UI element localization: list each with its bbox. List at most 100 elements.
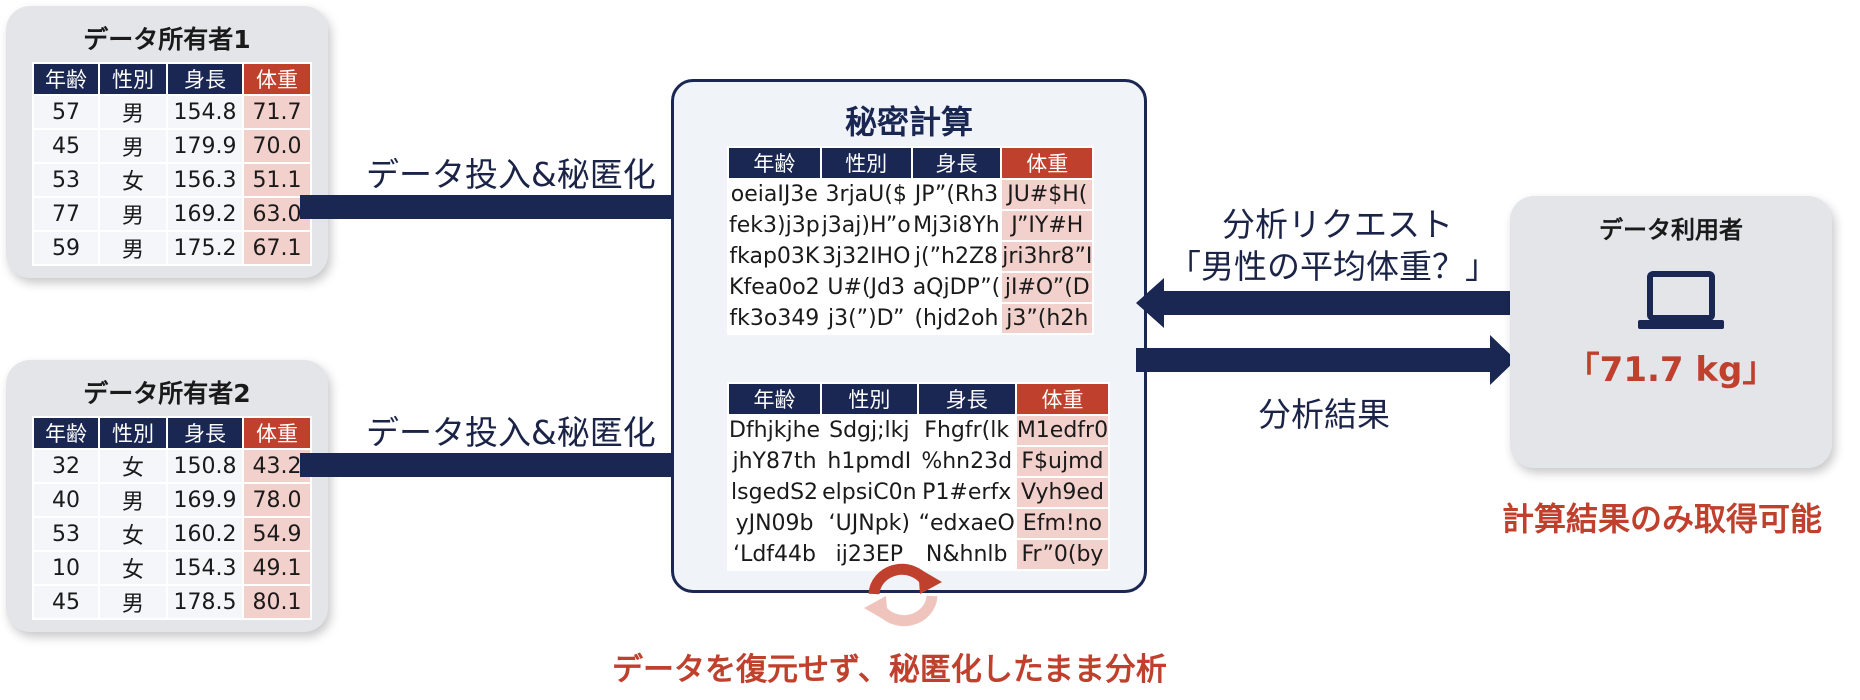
encrypted-cell: 3j32IHO — [819, 240, 913, 273]
cell-age: 45 — [32, 584, 100, 620]
data-owner-2-panel: データ所有者2 年齢 性別 身長 体重 32 女 150.8 43.2 40 男… — [6, 360, 328, 632]
cell-age: 10 — [32, 550, 100, 586]
encrypted-cell: j3(”)D” — [819, 302, 913, 335]
encrypted-cell: elpsiC0n — [820, 476, 919, 509]
cell-weight: 80.1 — [242, 584, 312, 620]
encrypted-cell: aQjDP”( — [910, 271, 1003, 304]
encrypted-cell: F$ujmd — [1014, 445, 1111, 478]
cell-height: 154.3 — [166, 550, 244, 586]
cell-age: 77 — [32, 196, 100, 232]
encrypted-cell: M1edfr0 — [1014, 414, 1111, 447]
table-row: 53 女 156.3 51.1 — [32, 162, 312, 198]
cell-sex: 男 — [98, 584, 168, 620]
encrypted-cell: JU#$H( — [1000, 178, 1095, 211]
table-row: 53 女 160.2 54.9 — [32, 516, 312, 552]
encrypted-cell: P1#erfx — [916, 476, 1017, 509]
cell-sex: 男 — [98, 482, 168, 518]
cell-age: 45 — [32, 128, 100, 164]
encrypted-cell: J”IY#H — [1000, 209, 1095, 242]
encrypted-cell: j3aj)H”o — [819, 209, 913, 242]
cell-height: 179.9 — [166, 128, 244, 164]
cell-sex: 男 — [98, 128, 168, 164]
header-sex: 性別 — [820, 382, 919, 416]
laptop-icon — [1638, 271, 1724, 329]
header-age: 年齢 — [727, 146, 822, 180]
encrypted-cell: JP”(Rh3 — [910, 178, 1003, 211]
input-arrow-2 — [300, 440, 728, 490]
cell-sex: 女 — [98, 162, 168, 198]
result-only-note: 計算結果のみ取得可能 — [1502, 500, 1823, 538]
cell-height: 154.8 — [166, 94, 244, 130]
encrypted-cell: j(”h2Z8 — [910, 240, 1003, 273]
header-sex: 性別 — [819, 146, 913, 180]
cell-height: 150.8 — [166, 448, 244, 484]
analysis-result-value: 「71.7 kg」 — [1565, 350, 1777, 390]
encrypted-cell: %hn23d — [916, 445, 1017, 478]
input-label-1: データ投入&秘匿化 — [366, 155, 656, 194]
header-age: 年齢 — [726, 382, 823, 416]
data-user-title: データ利用者 — [1599, 216, 1743, 244]
cell-sex: 女 — [98, 448, 168, 484]
cell-height: 156.3 — [166, 162, 244, 198]
encrypted-cell: (hjd2oh — [910, 302, 1003, 335]
table-row: 59 男 175.2 67.1 — [32, 230, 312, 266]
header-weight: 体重 — [242, 416, 312, 450]
cell-height: 160.2 — [166, 516, 244, 552]
header-height: 身長 — [166, 416, 244, 450]
table-row: 57 男 154.8 71.7 — [32, 94, 312, 130]
header-height: 身長 — [916, 382, 1017, 416]
input-arrow-1 — [300, 182, 728, 232]
encrypted-cell: yJN09b — [726, 507, 823, 540]
encrypted-cell: lsgedS2 — [726, 476, 823, 509]
encrypted-table-1: 年齢 性別 身長 体重 oeiaIJ3e 3rjaU($ JP”(Rh3 JU#… — [727, 146, 1095, 335]
table-row: 77 男 169.2 63.0 — [32, 196, 312, 232]
result-arrow — [1136, 335, 1516, 385]
encrypted-cell: “edxaeO — [916, 507, 1017, 540]
table-row: jhY87th h1pmdI %hn23d F$ujmd — [726, 445, 1111, 478]
cell-height: 169.2 — [166, 196, 244, 232]
encrypted-cell: h1pmdI — [820, 445, 919, 478]
cell-weight: 54.9 — [242, 516, 312, 552]
cell-weight: 67.1 — [242, 230, 312, 266]
refresh-icon — [864, 563, 942, 627]
header-weight: 体重 — [1000, 146, 1095, 180]
cell-height: 178.5 — [166, 584, 244, 620]
table-row: fkap03K 3j32IHO j(”h2Z8 jri3hr8”I — [727, 240, 1095, 273]
cell-sex: 男 — [98, 230, 168, 266]
encrypted-cell: fk3o349 — [727, 302, 822, 335]
cell-weight: 71.7 — [242, 94, 312, 130]
cell-age: 59 — [32, 230, 100, 266]
encrypted-table-2: 年齢 性別 身長 体重 Dfhjkjhe Sdgj;lkj Fhgfr(lk M… — [726, 382, 1111, 571]
table-row: ‘Ldf44b ij23EP N&hnlb Fr”0(by — [726, 538, 1111, 571]
header-weight: 体重 — [1014, 382, 1111, 416]
data-owner-1-table: 年齢 性別 身長 体重 57 男 154.8 71.7 45 男 179.9 7… — [32, 62, 312, 266]
data-owner-1-title: データ所有者1 — [83, 25, 251, 54]
cell-height: 175.2 — [166, 230, 244, 266]
encrypted-cell: Fr”0(by — [1014, 538, 1111, 571]
data-owner-1-panel: データ所有者1 年齢 性別 身長 体重 57 男 154.8 71.7 45 男… — [6, 6, 328, 278]
table-row: 10 女 154.3 49.1 — [32, 550, 312, 586]
table-row: fek3)j3p j3aj)H”o Mj3i8Yh J”IY#H — [727, 209, 1095, 242]
encrypted-cell: ij23EP — [820, 538, 919, 571]
table-row: Kfea0o2 U#(Jd3 aQjDP”( jI#O”(D — [727, 271, 1095, 304]
encrypted-cell: oeiaIJ3e — [727, 178, 822, 211]
encrypted-cell: j3”(h2h — [1000, 302, 1095, 335]
encrypted-cell: Efm!no — [1014, 507, 1111, 540]
cell-height: 169.9 — [166, 482, 244, 518]
cell-sex: 女 — [98, 550, 168, 586]
encrypted-cell: ‘UJNpk) — [820, 507, 919, 540]
table-row: Dfhjkjhe Sdgj;lkj Fhgfr(lk M1edfr0 — [726, 414, 1111, 447]
cell-age: 32 — [32, 448, 100, 484]
encrypted-cell: fkap03K — [727, 240, 822, 273]
header-height: 身長 — [910, 146, 1003, 180]
result-label: 分析結果 — [1258, 395, 1390, 434]
table-row: 40 男 169.9 78.0 — [32, 482, 312, 518]
table-row: yJN09b ‘UJNpk) “edxaeO Efm!no — [726, 507, 1111, 540]
table-row: oeiaIJ3e 3rjaU($ JP”(Rh3 JU#$H( — [727, 178, 1095, 211]
header-sex: 性別 — [98, 62, 168, 96]
cell-sex: 女 — [98, 516, 168, 552]
cell-sex: 男 — [98, 196, 168, 232]
secure-computation-title: 秘密計算 — [844, 103, 973, 141]
cell-weight: 49.1 — [242, 550, 312, 586]
data-owner-2-table: 年齢 性別 身長 体重 32 女 150.8 43.2 40 男 169.9 7… — [32, 416, 312, 620]
